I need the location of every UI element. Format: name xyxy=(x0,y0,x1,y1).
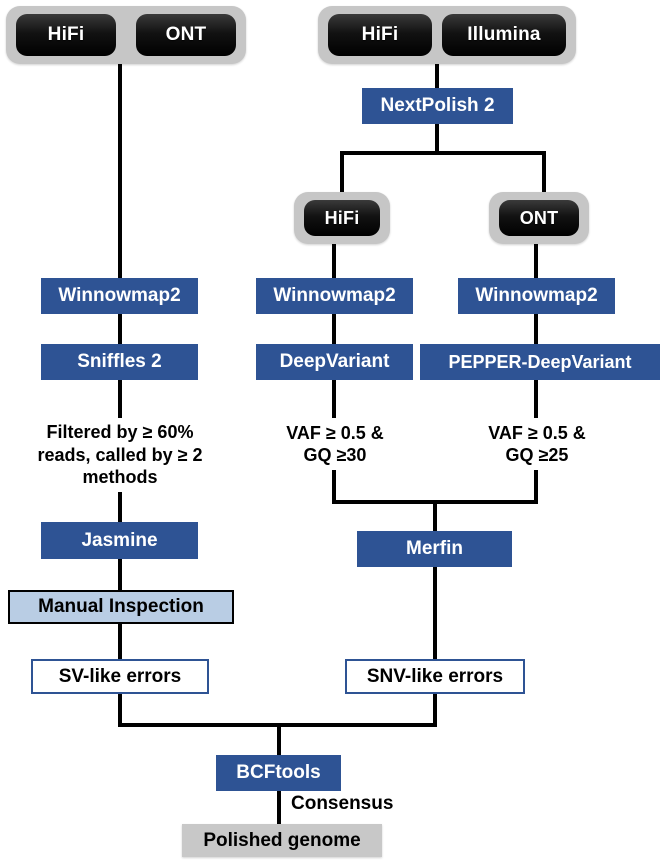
connector-nextpolish-split-bar xyxy=(340,151,546,155)
connector-merge-to-merfin xyxy=(433,500,437,531)
node-merfin[interactable]: Merfin xyxy=(357,531,512,567)
connector-winnowmap-mid-to-deepvariant xyxy=(332,314,336,344)
connector-merge-to-bcftools xyxy=(277,723,281,755)
node-manual-inspection[interactable]: Manual Inspection xyxy=(8,590,234,624)
node-pepper-deepvariant[interactable]: PEPPER-DeepVariant xyxy=(420,344,660,380)
connector-mid-caption-down xyxy=(332,470,336,504)
pill-hifi-right[interactable]: HiFi xyxy=(328,14,432,56)
node-sniffles2[interactable]: Sniffles 2 xyxy=(41,344,198,380)
connector-left-winnowmap-to-sniffles xyxy=(118,314,122,344)
input-group-right: HiFi Illumina xyxy=(318,6,576,64)
branch-pill-group-hifi: HiFi xyxy=(294,192,390,244)
caption-consensus: Consensus xyxy=(291,793,394,815)
caption-mid-filter: VAF ≥ 0.5 & GQ ≥30 xyxy=(286,422,384,466)
pill-hifi-branch[interactable]: HiFi xyxy=(304,200,380,236)
input-group-left: HiFi ONT xyxy=(6,6,246,64)
branch-pill-group-ont: ONT xyxy=(489,192,589,244)
node-sv-like-errors[interactable]: SV-like errors xyxy=(31,659,209,694)
connector-sniffles-to-filter xyxy=(118,380,122,418)
node-polished-genome[interactable]: Polished genome xyxy=(182,824,382,857)
connector-winnowmap-right-to-pepper xyxy=(534,314,538,344)
caption-right-filter: VAF ≥ 0.5 & GQ ≥25 xyxy=(488,422,586,466)
connector-snv-down xyxy=(433,694,437,727)
node-winnowmap2-left[interactable]: Winnowmap2 xyxy=(41,278,198,314)
connector-ont-to-winnowmap-right xyxy=(534,244,538,278)
connector-split-right-drop xyxy=(542,151,546,192)
node-jasmine[interactable]: Jasmine xyxy=(41,522,198,559)
connector-split-left-drop xyxy=(340,151,344,192)
pill-ont-branch[interactable]: ONT xyxy=(499,200,579,236)
node-snv-like-errors[interactable]: SNV-like errors xyxy=(345,659,525,694)
connector-nextpolish-stem xyxy=(435,124,439,153)
connector-bcftools-to-polished xyxy=(277,791,281,824)
pill-ont-left[interactable]: ONT xyxy=(136,14,236,56)
node-nextpolish2[interactable]: NextPolish 2 xyxy=(362,88,513,124)
connector-manual-to-sv xyxy=(118,624,122,659)
connector-filter-to-jasmine xyxy=(118,492,122,522)
pill-illumina-right[interactable]: Illumina xyxy=(442,14,566,56)
node-winnowmap2-mid[interactable]: Winnowmap2 xyxy=(256,278,413,314)
connector-hifi-to-winnowmap-mid xyxy=(332,244,336,278)
connector-pepper-to-caption xyxy=(534,380,538,418)
connector-sv-down xyxy=(118,694,122,727)
pill-hifi-left[interactable]: HiFi xyxy=(16,14,116,56)
node-bcftools[interactable]: BCFtools xyxy=(216,755,341,791)
node-deepvariant[interactable]: DeepVariant xyxy=(256,344,413,380)
connector-merfin-to-snv xyxy=(433,567,437,659)
node-winnowmap2-right[interactable]: Winnowmap2 xyxy=(458,278,615,314)
connector-deepvariant-to-caption xyxy=(332,380,336,418)
connector-inputs-to-nextpolish xyxy=(435,64,439,88)
connector-left-trunk-top xyxy=(118,64,122,280)
connector-jasmine-to-manual xyxy=(118,559,122,590)
connector-right-caption-down xyxy=(534,470,538,504)
caption-left-filter: Filtered by ≥ 60% reads, called by ≥ 2 m… xyxy=(37,422,203,488)
